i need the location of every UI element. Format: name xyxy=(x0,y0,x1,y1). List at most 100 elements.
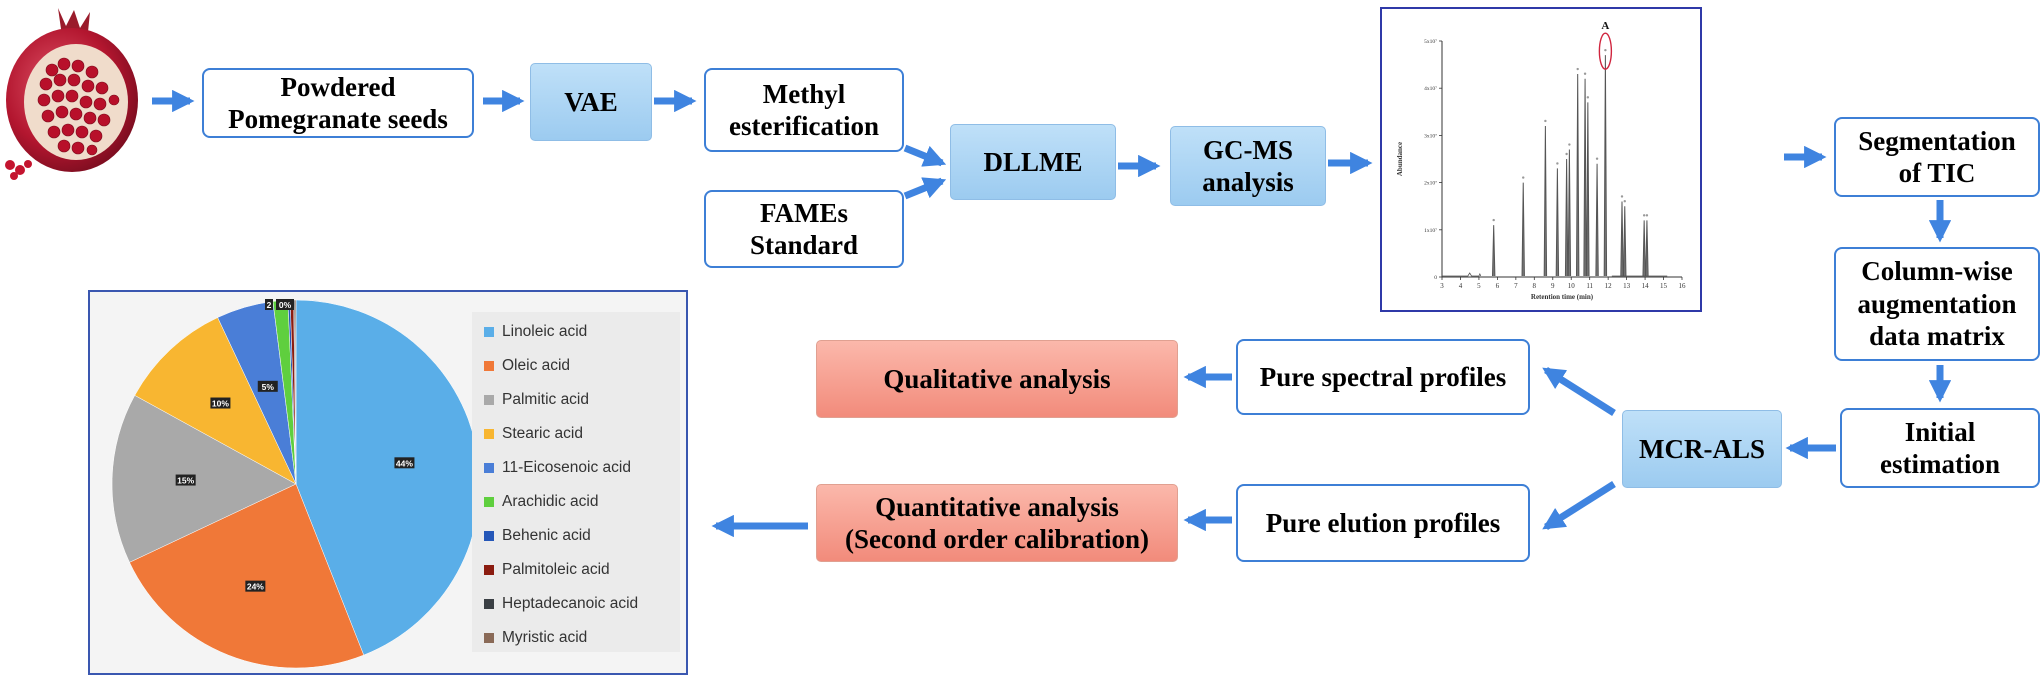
tic-peak-marker xyxy=(1604,48,1607,52)
pomegranate-image xyxy=(5,8,138,180)
tic-x-tick-label: 6 xyxy=(1496,282,1500,290)
tic-peak xyxy=(1567,149,1572,277)
tic-peak xyxy=(1521,182,1525,277)
pie-data-label-bg xyxy=(175,474,196,486)
initial-estimation-box: Initial estimation xyxy=(1840,408,2040,488)
pie-data-label-bg xyxy=(210,397,231,409)
gcms-analysis-box: GC-MS analysis xyxy=(1170,126,1326,206)
pie-data-label: 44% xyxy=(396,458,413,468)
tic-baseline xyxy=(1442,272,1482,277)
legend-item: Linoleic acid xyxy=(484,322,587,342)
tic-peak xyxy=(1491,225,1496,277)
pie-extra-label: 2 xyxy=(267,300,272,310)
arrow-methyl-to-dllme xyxy=(903,144,947,167)
dllme-box: DLLME xyxy=(950,124,1116,200)
legend-swatch xyxy=(484,565,494,575)
tic-peak-marker xyxy=(1595,157,1599,160)
methyl-esterification-box: Methyl esterification xyxy=(704,68,904,152)
legend-label: Myristic acid xyxy=(502,629,588,646)
tic-x-tick-label: 14 xyxy=(1642,282,1650,290)
tic-highlight-ellipse xyxy=(1598,32,1613,70)
tic-y-tick-label: 2x10⁷ xyxy=(1424,181,1437,187)
legend-item: Myristic acid xyxy=(484,628,587,648)
tic-peak-label: A xyxy=(1601,20,1609,32)
tic-peak-marker xyxy=(1556,162,1559,165)
segmentation-box: Segmentation of TIC xyxy=(1834,117,2040,197)
legend-item: Heptadecanoic acid xyxy=(484,594,638,614)
legend-swatch xyxy=(484,599,494,609)
tic-y-label: Abundance xyxy=(1396,142,1404,176)
tic-peak-marker xyxy=(1492,218,1495,222)
pie-extra-label: 0% xyxy=(279,300,292,310)
qualitative-analysis-box: Qualitative analysis xyxy=(816,340,1178,418)
tic-x-tick-label: 4 xyxy=(1459,282,1463,290)
tic-x-tick-label: 15 xyxy=(1660,282,1668,290)
tic-x-tick-label: 13 xyxy=(1623,282,1631,290)
pie-slice xyxy=(294,299,297,485)
tic-peak-marker xyxy=(1620,195,1624,198)
legend-swatch xyxy=(484,531,494,541)
tic-peak-marker xyxy=(1645,214,1649,217)
legend-swatch xyxy=(484,361,494,371)
tic-x-tick-label: 8 xyxy=(1533,282,1537,290)
pure-elution-profiles-box: Pure elution profiles xyxy=(1236,484,1530,562)
legend-swatch xyxy=(484,395,494,405)
tic-x-tick-label: 10 xyxy=(1568,282,1576,290)
vae-box: VAE xyxy=(530,63,652,141)
tic-peak xyxy=(1543,125,1548,277)
legend-label: Palmitoleic acid xyxy=(502,561,610,578)
tic-y-tick-label: 1x10⁷ xyxy=(1424,228,1437,234)
tic-peak-marker xyxy=(1583,72,1587,75)
pie-data-label-bg xyxy=(245,580,266,592)
legend-swatch xyxy=(484,633,494,643)
legend-label: Behenic acid xyxy=(502,527,591,544)
legend-label: Heptadecanoic acid xyxy=(502,595,639,612)
powdered-seeds-box: Powdered Pomegranate seeds xyxy=(202,68,474,138)
tic-peak xyxy=(1642,220,1646,277)
tic-x-tick-label: 11 xyxy=(1586,282,1593,290)
legend-swatch xyxy=(484,497,494,507)
tic-y-tick-label: 4x10⁷ xyxy=(1424,86,1437,92)
tic-peak xyxy=(1575,74,1580,277)
legend-label: 11-Eicosenoic acid xyxy=(502,459,631,476)
tic-peak-marker xyxy=(1544,119,1547,123)
tic-x-tick-label: 12 xyxy=(1605,282,1613,290)
legend-swatch xyxy=(484,327,494,337)
legend-swatch xyxy=(484,463,494,473)
legend-label: Stearic acid xyxy=(502,425,583,442)
tic-y-tick-label: 0 xyxy=(1434,275,1437,281)
tic-peak-marker xyxy=(1586,96,1590,99)
tic-peak xyxy=(1645,220,1649,277)
legend-label: Palmitic acid xyxy=(502,391,589,408)
tic-x-tick-label: 7 xyxy=(1514,282,1518,290)
pie-extra-label-bg xyxy=(265,299,273,310)
legend-label: Oleic acid xyxy=(502,357,571,374)
pie-slice xyxy=(111,395,297,563)
legend-item: Palmitoleic acid xyxy=(484,560,610,580)
tic-y-tick-label: 3x10⁷ xyxy=(1424,133,1437,139)
pure-spectral-profiles-box: Pure spectral profiles xyxy=(1236,339,1530,415)
pie-extra-label-bg xyxy=(276,299,294,310)
tic-peak-marker xyxy=(1568,143,1571,146)
tic-peak xyxy=(1623,206,1627,277)
tic-x-tick-label: 16 xyxy=(1679,282,1687,290)
tic-peak xyxy=(1595,163,1599,277)
legend-item: Arachidic acid xyxy=(484,492,599,512)
pie-data-label-bg xyxy=(394,457,415,469)
tic-x-tick-label: 9 xyxy=(1551,282,1555,290)
tic-peak xyxy=(1603,55,1608,277)
pie-data-label: 5% xyxy=(262,382,275,392)
arrow-fames-to-dllme xyxy=(903,177,947,200)
pie-data-label: 10% xyxy=(212,399,229,409)
arrow-mcr-to-spectral xyxy=(1542,367,1616,416)
legend-item: Stearic acid xyxy=(484,424,583,444)
tic-peak-marker xyxy=(1623,200,1626,203)
pie-data-label: 24% xyxy=(247,582,264,592)
arrow-mcr-to-elution xyxy=(1542,481,1616,530)
pie-slice xyxy=(129,483,365,669)
